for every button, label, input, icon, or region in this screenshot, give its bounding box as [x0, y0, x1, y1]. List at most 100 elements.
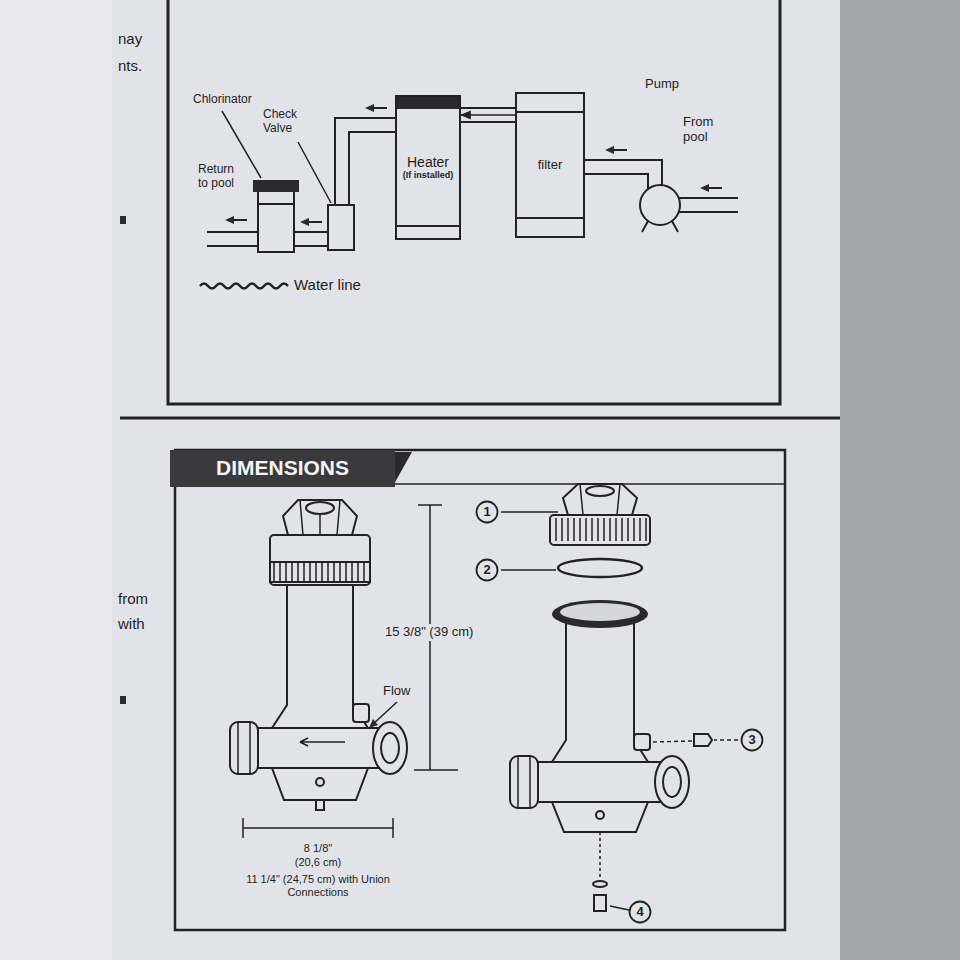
chlorinator-base: [272, 768, 368, 800]
dimension-line: [243, 505, 458, 838]
union-connection: [510, 756, 538, 808]
union-ribs: [518, 756, 530, 808]
cap-knob-ribs: [300, 500, 340, 535]
cap-ring: [270, 535, 370, 585]
chlorinator-body: [272, 585, 368, 728]
dimension-label: 11 1/4" (24,75 cm) with Union Connection…: [238, 873, 398, 898]
panel-frame: [175, 450, 785, 930]
chlorinator-cap: [253, 180, 299, 192]
pump-legs: [642, 221, 678, 232]
callout-ring: [630, 902, 651, 923]
chlorinator-base: [552, 802, 648, 832]
cap-grip-lines: [274, 562, 364, 582]
margin-text: with: [118, 615, 145, 632]
side-fitting: [353, 704, 369, 722]
paper-edge: [0, 0, 112, 960]
margin-text: from: [118, 590, 148, 607]
flow-connector: [461, 114, 515, 116]
heater-cap: [395, 95, 461, 109]
callout-number: 3: [748, 733, 755, 748]
callout-ring: [477, 502, 498, 523]
drain-hole: [316, 778, 324, 786]
margin-text: nay: [118, 30, 142, 47]
flow-arrow-shaft: [229, 108, 722, 222]
heater-label: (If installed): [403, 170, 454, 180]
band-slant: [394, 452, 412, 484]
union-ribs: [238, 722, 250, 774]
drain-hole: [596, 811, 604, 819]
body-opening: [560, 603, 640, 621]
margin-text: nts.: [118, 57, 142, 74]
table-shadow: [840, 0, 960, 960]
body-flow-arrow: [300, 738, 345, 746]
callout-circle: 2: [475, 558, 499, 582]
callout-circle: 4: [628, 900, 652, 924]
flow-arrow-head: [225, 104, 709, 226]
filter-label: filter: [538, 158, 563, 173]
chlorinator-symbol: [258, 190, 294, 252]
washer: [593, 881, 607, 887]
callout-leader: [501, 512, 629, 910]
pipe-fitting: [525, 762, 675, 802]
callout-number: 4: [636, 905, 643, 920]
callout-number: 1: [483, 505, 490, 520]
callout-leader: [652, 740, 738, 742]
cap-ring: [550, 515, 650, 545]
union-bore: [381, 733, 399, 763]
legend-note: Water line: [294, 276, 361, 293]
section-band: DIMENSIONS: [170, 450, 395, 487]
heater-band: [395, 225, 461, 227]
dimension-label: 15 3/8" (39 cm): [382, 624, 476, 641]
callout-number: 2: [483, 563, 490, 578]
flow-label: From pool: [683, 115, 727, 145]
part-label: Pump: [645, 77, 679, 92]
union-connection: [230, 722, 258, 774]
filter-bands: [515, 112, 585, 218]
cap-knob-ribs: [580, 484, 620, 515]
cap-grip-lines: [556, 518, 646, 541]
flow-pointer: [372, 702, 397, 725]
cap-knob: [283, 500, 357, 535]
callout-circle: 1: [475, 500, 499, 524]
valve-fitting: [694, 734, 712, 746]
bullet: [120, 216, 126, 224]
pump-symbol: [640, 185, 680, 225]
callout-circle: 3: [740, 728, 764, 752]
cap-knob-top: [306, 502, 334, 514]
water-line-symbol: [200, 284, 288, 289]
cap-grip: [270, 562, 370, 582]
part-label: Return to pool: [198, 163, 246, 191]
pipe-wall: [461, 121, 515, 123]
chlorinator-band: [258, 203, 294, 205]
union-bore: [663, 767, 681, 797]
flow-pointer-head: [369, 719, 378, 728]
union-connection: [373, 722, 407, 774]
cap-knob: [563, 484, 637, 515]
heater-label: Heater: [407, 154, 449, 170]
drain-plug: [594, 895, 606, 911]
separator-rule: [120, 417, 840, 420]
part-label: Chlorinator: [193, 93, 252, 107]
pipe-wall: [461, 107, 515, 109]
callout-ring: [742, 730, 763, 751]
dimension-label: (20,6 cm): [258, 856, 378, 869]
union-connection: [655, 756, 689, 808]
part-label: Check Valve: [263, 108, 309, 136]
cap-knob-top: [586, 486, 614, 496]
side-fitting: [634, 734, 650, 750]
drain-nipple: [316, 800, 324, 810]
body-rim: [552, 600, 648, 628]
callout-ring: [477, 560, 498, 581]
section-heading: DIMENSIONS: [216, 456, 349, 480]
heater-box: Heater(If installed): [395, 95, 461, 240]
bullet: [120, 696, 126, 704]
dimension-label: 8 1/8": [258, 842, 378, 855]
pipe-connector: [461, 108, 515, 122]
panel-frame: [168, 0, 780, 404]
flow-label: Flow: [383, 684, 410, 699]
filter-box: filter: [515, 92, 585, 238]
